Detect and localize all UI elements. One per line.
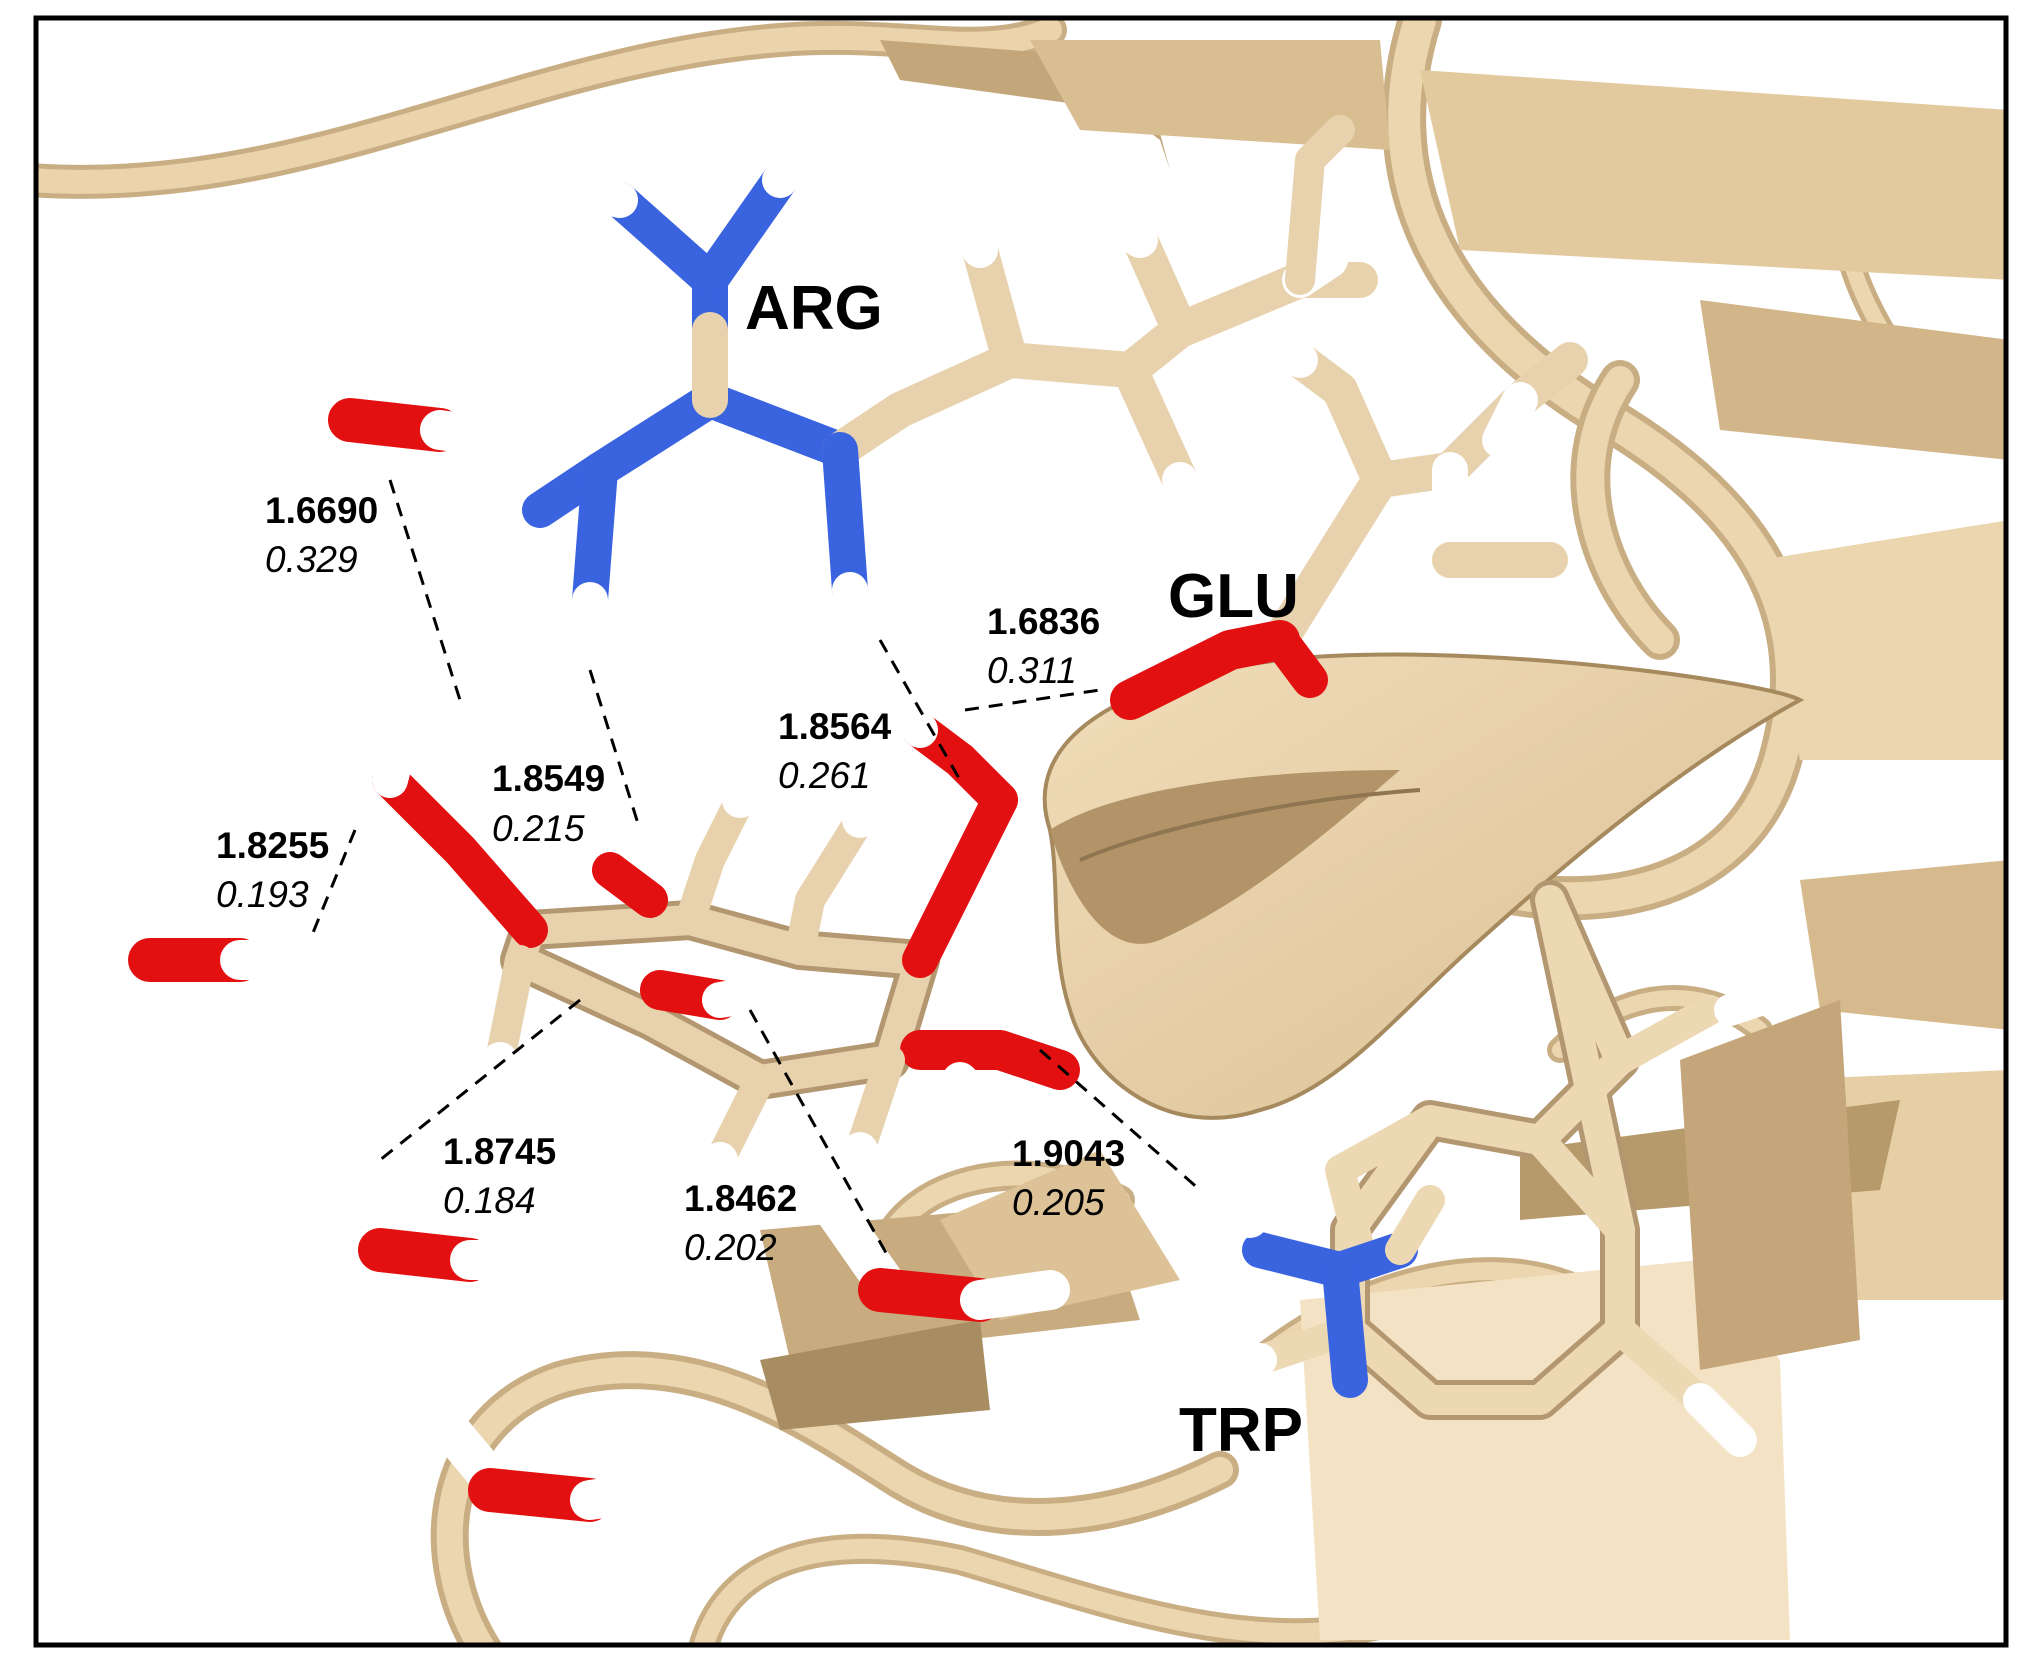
hbond-distance: 1.8462 [684, 1178, 798, 1219]
sugar-ligand [372, 672, 1080, 1208]
hbond-energy: 0.184 [443, 1180, 536, 1221]
hbond-distance: 1.6690 [265, 490, 379, 531]
hbond-energy: 0.261 [778, 755, 871, 796]
hbond-distance: 1.8745 [443, 1131, 557, 1172]
residue-label-trp: TRP [1179, 1396, 1303, 1465]
water-molecules [90, 340, 1070, 1522]
hbond-energy: 0.329 [265, 539, 358, 580]
hbond-distance: 1.6836 [987, 601, 1101, 642]
hbond-distance: 1.8255 [216, 825, 330, 866]
hbond-lines [308, 479, 1201, 1261]
glu-side-chain [1110, 322, 1608, 720]
hbond-distance: 1.9043 [1012, 1133, 1126, 1174]
hbond-energy: 0.215 [492, 808, 585, 849]
trp-side-chain [1182, 880, 1776, 1457]
hbond-energy: 0.193 [216, 874, 309, 915]
hbond-distance: 1.8549 [492, 758, 606, 799]
residue-label-glu: GLU [1168, 562, 1299, 631]
residue-label-arg: ARG [745, 274, 883, 343]
hbond-energy: 0.311 [987, 650, 1077, 691]
helix-ribbon [1042, 652, 1805, 1120]
figure-frame [33, 15, 2009, 1648]
hbond-energy: 0.205 [1012, 1182, 1105, 1223]
hbond-energy: 0.202 [684, 1227, 777, 1268]
hbond-distance: 1.8564 [778, 706, 892, 747]
arg-side-chain [522, 115, 1378, 658]
